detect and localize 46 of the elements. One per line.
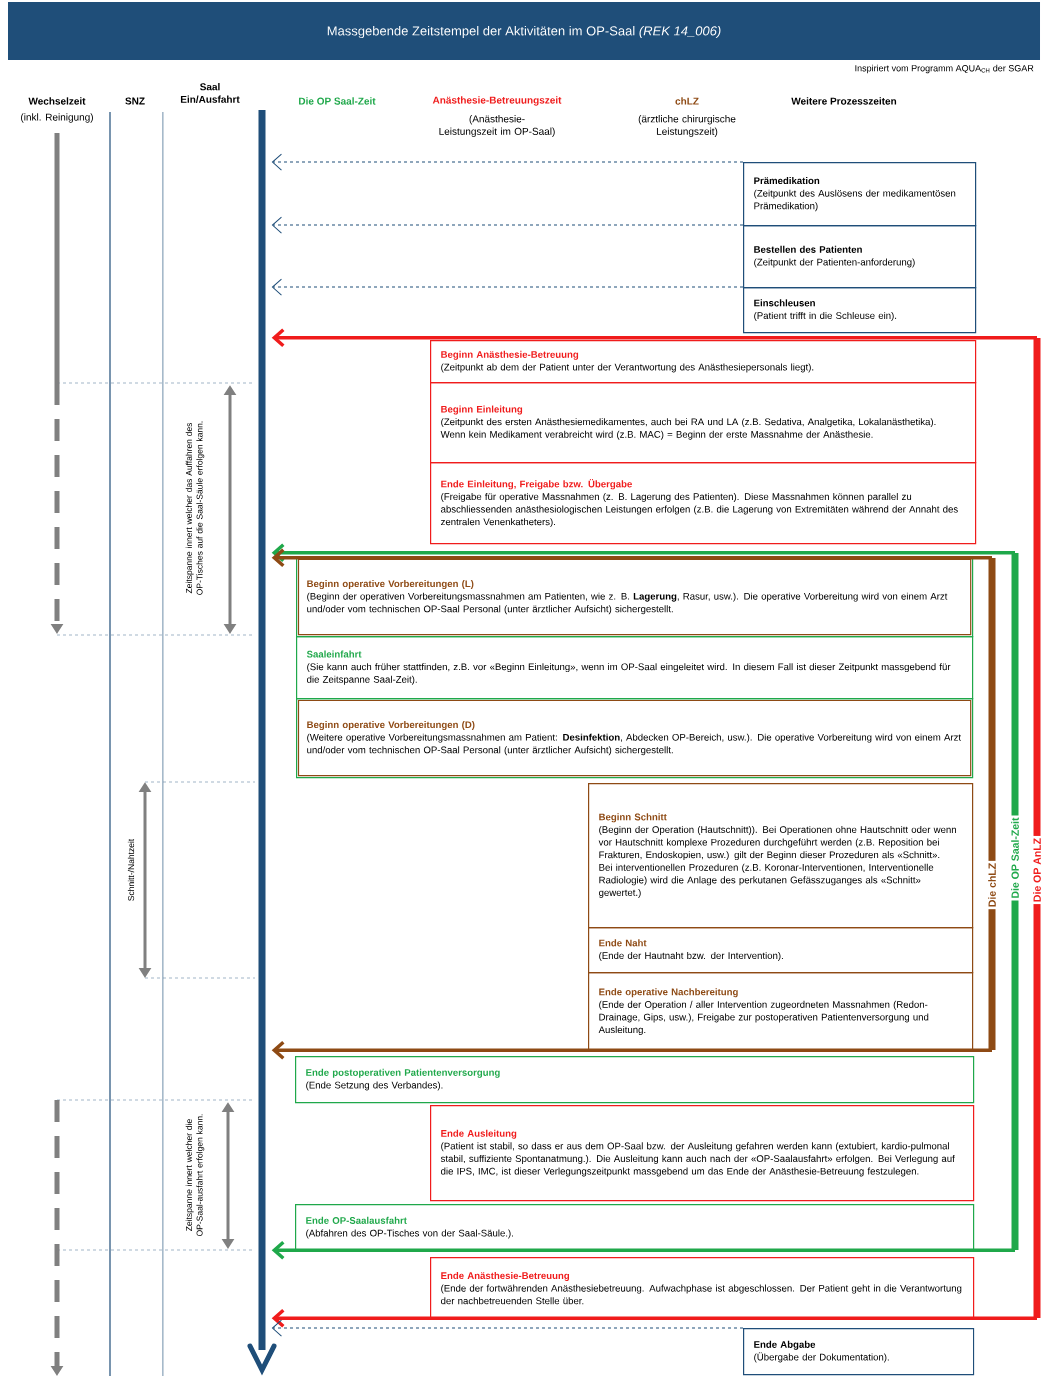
process-box: Beginn Anästhesie-Betreuung (Zeitpunkt ab dem der Patient unter der Verantwortung des Anästhesiepersonals liegt). — [430, 340, 977, 384]
process-box: Beginn Einleitung (Zeitpunkt des ersten Anästhesiemedikamentes, auch bei RA und LA (z.B. Sedativa, Analgetika, Lokalanästhetika). Wenn kein Medikament verabreicht wird (z.B. MAC) = Beginn der erste Massnahme der Anästhesie. — [430, 382, 977, 464]
process-box: Ende Ausleitung (Patient ist stabil, so dass er aus dem OP-Saal bzw. der Ausleitung gefahren werden kann (extubiert, kardio-pulmonal stabil, suffiziente Spontanatmung.). Die Ausleitung kann auch nach der «OP-Saalausfahrt» erfolgen. Bei Verlegung auf die IPS, IMC, ist dieser Verlegungszeitpunkt massgebend um das Ende der Anästhesie-Betreuung festzulegen. — [430, 1105, 975, 1202]
process-box: Ende Abgabe (Übergabe der Dokumentation). — [743, 1328, 975, 1376]
source-note: (inkl. Reinigung) — [21, 113, 93, 123]
arrow — [271, 1319, 744, 1337]
process-box: Ende Anästhesie-Betreuung (Ende der fortwährenden Anästhesiebetreuung. Aufwachphase ist abgeschlossen. Der Patient geht in die Verantwortung der nachbetreuenden Stelle über. — [430, 1257, 975, 1320]
time-span-bar: Die chLZ — [986, 558, 998, 1050]
process-box: Ende postoperativen Patientenversorgung (Ende Setzung des Verbandes). — [295, 1056, 975, 1104]
arrow — [271, 1308, 1037, 1328]
process-box: Ende Einleitung, Freigabe bzw. Übergabe (Freigabe für operative Massnahmen (z. B. Lagerung des Patienten). Diese Massnahmen können parallel zu abschliessenden anästhesiologischen Leistungen erfolgen (z.B. die Lagerung von Extremitäten während der Annaht des zentralen Venenkatheters). — [430, 462, 977, 545]
source-note: (Anästhesie-Leistungszeit im OP-Saal) — [439, 115, 555, 137]
process-box: Bestellen des Patienten (Zeitpunkt der Patienten-anforderung) — [743, 225, 977, 289]
source-note: (ärztliche chirurgische Leistungszeit) — [638, 115, 736, 137]
arrow — [271, 216, 744, 234]
column-header: Saal Ein/Ausfahrt — [180, 83, 240, 103]
title-bar: Massgebende Zeitstempel der Aktivitäten im OP-Saal (REK 14_006) — [8, 2, 1040, 60]
process-box: Ende Naht (Ende der Hautnaht bzw. der Intervention). — [588, 927, 974, 974]
process-box: Beginn operative Vorbereitungen (D) (Weitere operative Vorbereitungsmassnahmen am Patient: Desinfektion, Abdecken OP-Bereich, usw.). Die operative Vorbereitung wird von einem Arzt und/oder vom technischen OP-Saal Personal (unter ärztlicher Aufsicht) sichergestellt. — [296, 698, 974, 779]
arrow — [271, 543, 1015, 563]
arrow — [271, 548, 992, 568]
column-header: Wechselzeit — [28, 97, 86, 105]
span-note: Zeitspanne innert welcher das Auffahren des OP-Tisches auf die Saal-Säule erfolgen kann. — [185, 421, 205, 595]
time-axis-arrow — [247, 110, 277, 1376]
process-box: Ende operative Nachbereitung (Ende der Operation / aller Intervention zugeordneten Massnahmen (Redon-Drainage, Gips, usw.), Freigabe zur postoperativen Patientenversorgung und Ausleitung. — [588, 972, 974, 1052]
process-box: Beginn operative Vorbereitungen (L) (Beginn der operativen Vorbereitungsmassnahmen am Patienten, wie z. B. Lagerung, Rasur, usw.). Die operative Vorbereitung wird von einem Arzt und/oder vom technischen OP-Saal Personal (unter ärztlicher Aufsicht) sichergestellt. — [296, 557, 974, 638]
arrow — [271, 1240, 1015, 1260]
time-span-bar: Die OP AnLZ — [1031, 338, 1043, 1318]
arrow — [271, 278, 744, 296]
process-box: Prämedikation (Zeitpunkt des Auslösens der medikamentösen Prämedikation) — [743, 162, 977, 227]
process-box: Beginn Schnitt (Beginn der Operation (Hautschnitt)). Bei Operationen ohne Hautschnitt oder wenn vor Hautschnitt komplexe Prozeduren durchgeführt werden (z.B. Reposition bei Frakturen, Endoskopien, usw.) gilt der Beginn dieser Prozeduren als «Schnitt». Bei interventionellen Prozeduren (z.B. Koronar-Interventionen, Interventionelle Radiologie) wird die Anlage des perkutanen Gefässzuganges als «Schnitt» gewertet.) — [588, 783, 974, 929]
time-span-bar: Die OP Saal-Zeit — [1009, 553, 1021, 1250]
process-box: Einschleusen (Patient trifft in die Schleuse ein). — [743, 287, 977, 334]
column-header: Die OP Saal-Zeit — [299, 97, 376, 105]
arrow — [271, 1040, 992, 1060]
process-box: Saaleinfahrt (Sie kann auch früher stattfinden, z.B. vor «Beginn Einleitung», wenn im OP-Saal eingeleitet wird. In diesem Fall ist dieser Zeitpunkt massgebend für die Zeitspanne Saal-Zeit). — [296, 636, 974, 700]
arrow — [271, 153, 744, 171]
arrow — [271, 328, 1037, 348]
column-header: Weitere Prozesszeiten — [791, 97, 897, 105]
span-note: Schnitt-/Nahtzeit — [127, 838, 135, 901]
source-note: Inspiriert vom Programm AQUA$_{CH}$ der SGAR — [855, 64, 1034, 74]
span-note: Zeitspanne innert welcher die OP-Saal-ausfahrt erfolgen kann. — [185, 1114, 205, 1237]
process-box: Ende OP-Saalausfahrt (Abfahren des OP-Tisches von der Saal-Säule.). — [295, 1204, 975, 1252]
column-header: SNZ — [125, 97, 145, 105]
column-header: Anästhesie-Betreuungszeit — [432, 96, 562, 106]
column-header: chLZ — [675, 97, 699, 105]
